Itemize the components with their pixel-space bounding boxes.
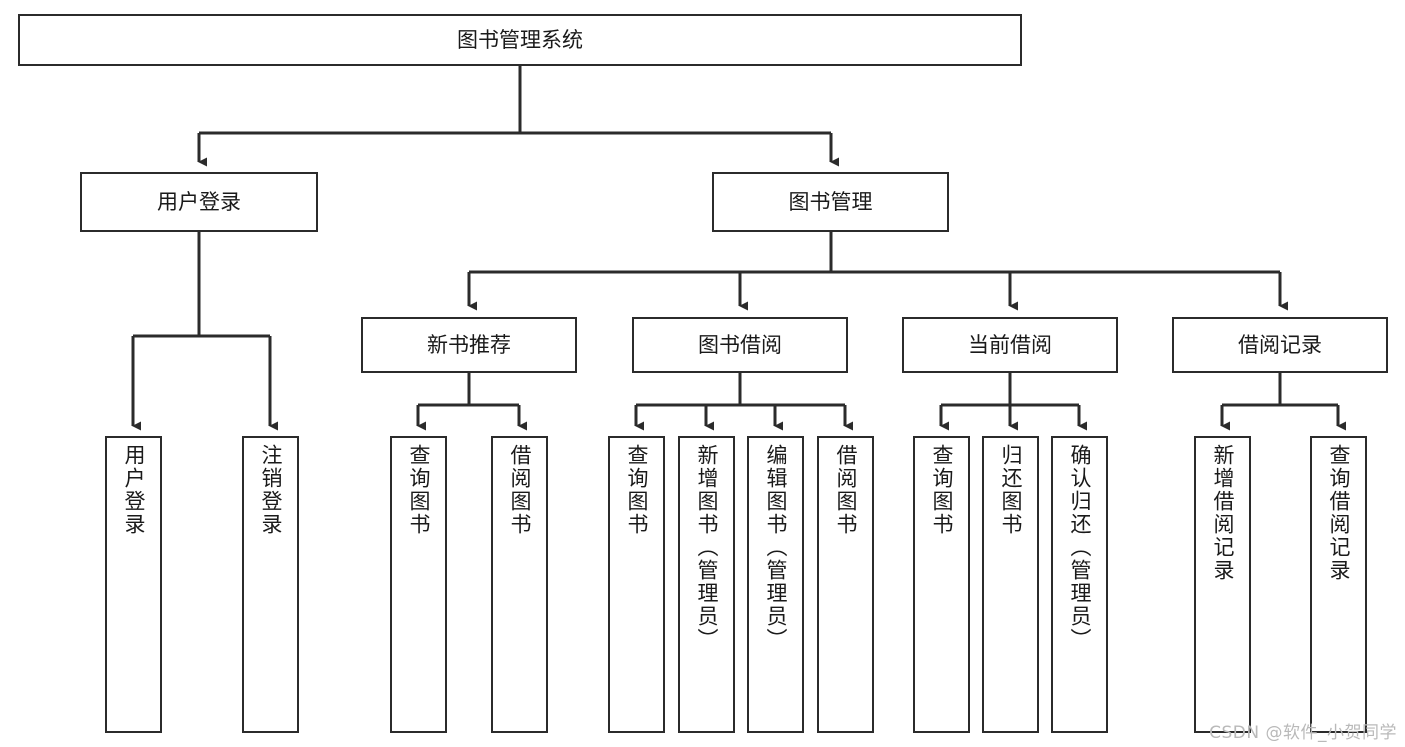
node-book-manage-label: 图书管理 (788, 189, 873, 214)
node-leaf-query-book-1[interactable]: 查询图书 (390, 436, 447, 733)
node-leaf-query-record-label: 查询借阅记录 (1327, 444, 1351, 582)
node-root-system-label: 图书管理系统 (457, 27, 583, 52)
node-leaf-logout[interactable]: 注销登录 (242, 436, 299, 733)
node-borrow-record-label: 借阅记录 (1238, 332, 1322, 357)
node-leaf-query-book-2-label: 查询图书 (625, 444, 649, 536)
node-leaf-user-login[interactable]: 用户登录 (105, 436, 162, 733)
node-current-borrow[interactable]: 当前借阅 (902, 317, 1118, 373)
node-leaf-borrow-book-2[interactable]: 借阅图书 (817, 436, 874, 733)
node-user-login-label: 用户登录 (157, 189, 241, 214)
node-leaf-return-book-label: 归还图书 (999, 444, 1023, 536)
node-leaf-add-record[interactable]: 新增借阅记录 (1194, 436, 1251, 733)
node-leaf-query-record[interactable]: 查询借阅记录 (1310, 436, 1367, 733)
node-current-borrow-label: 当前借阅 (968, 332, 1052, 357)
node-book-borrow-label: 图书借阅 (698, 332, 782, 357)
node-leaf-return-book[interactable]: 归还图书 (982, 436, 1039, 733)
node-leaf-add-book[interactable]: 新增图书（管理员） (678, 436, 735, 733)
node-root-system[interactable]: 图书管理系统 (18, 14, 1022, 66)
node-new-book-recommend[interactable]: 新书推荐 (361, 317, 577, 373)
node-leaf-confirm-return[interactable]: 确认归还（管理员） (1051, 436, 1108, 733)
node-leaf-query-book-3-label: 查询图书 (930, 444, 954, 536)
node-leaf-edit-book[interactable]: 编辑图书（管理员） (747, 436, 804, 733)
node-leaf-borrow-book-1[interactable]: 借阅图书 (491, 436, 548, 733)
node-leaf-logout-label: 注销登录 (259, 444, 283, 536)
node-leaf-user-login-label: 用户登录 (122, 444, 146, 536)
node-leaf-confirm-return-label: 确认归还（管理员） (1068, 444, 1092, 651)
node-book-borrow[interactable]: 图书借阅 (632, 317, 848, 373)
node-leaf-add-record-label: 新增借阅记录 (1211, 444, 1235, 582)
node-borrow-record[interactable]: 借阅记录 (1172, 317, 1388, 373)
node-leaf-query-book-2[interactable]: 查询图书 (608, 436, 665, 733)
node-leaf-query-book-1-label: 查询图书 (407, 444, 431, 536)
node-leaf-borrow-book-1-label: 借阅图书 (508, 444, 532, 536)
node-new-book-recommend-label: 新书推荐 (427, 332, 511, 357)
node-book-manage[interactable]: 图书管理 (712, 172, 949, 232)
node-leaf-borrow-book-2-label: 借阅图书 (834, 444, 858, 536)
node-leaf-edit-book-label: 编辑图书（管理员） (764, 444, 788, 651)
node-leaf-add-book-label: 新增图书（管理员） (695, 444, 719, 651)
node-leaf-query-book-3[interactable]: 查询图书 (913, 436, 970, 733)
node-user-login[interactable]: 用户登录 (80, 172, 318, 232)
